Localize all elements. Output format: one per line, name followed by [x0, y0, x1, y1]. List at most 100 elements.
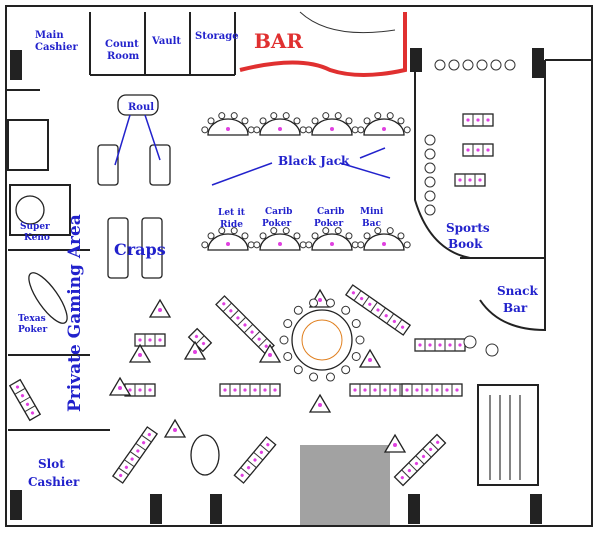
marker [278, 127, 282, 131]
seat [351, 241, 359, 249]
round-table [190, 434, 220, 476]
seat [309, 298, 319, 308]
seat [309, 372, 319, 382]
bar-stool [448, 59, 460, 71]
sports-book-seat [424, 190, 436, 202]
label-main-cashier: Main [35, 30, 64, 41]
roulette-table [97, 144, 119, 186]
seat [363, 232, 371, 240]
seat [341, 305, 351, 315]
seat [386, 227, 394, 235]
label-bar: BAR [254, 29, 303, 53]
slot-bank [344, 284, 412, 336]
seat [299, 241, 307, 249]
snack-bar-table [463, 335, 477, 349]
label-super-keno-2: Keno [24, 233, 50, 243]
label-sports-book-2: Book [448, 237, 483, 251]
label-snack-bar-2: Bar [503, 301, 528, 315]
seat [397, 117, 405, 125]
seat [403, 126, 411, 134]
seat [351, 126, 359, 134]
slot-bank [393, 433, 447, 487]
label-carib-poker-2-2: Poker [314, 219, 343, 229]
seat [282, 112, 290, 120]
marker [138, 353, 142, 357]
seat [283, 319, 293, 329]
seat [230, 227, 238, 235]
label-black-jack: Black Jack [278, 154, 350, 168]
marker [193, 350, 197, 354]
marker [158, 308, 162, 312]
seat [259, 117, 267, 125]
seat [403, 241, 411, 249]
slot-bank [462, 113, 494, 127]
seat [207, 232, 215, 240]
label-storage: Storage [195, 31, 239, 42]
marker [368, 358, 372, 362]
seat [322, 112, 330, 120]
label-carib-poker-1-2: Poker [262, 219, 291, 229]
seat [374, 227, 382, 235]
seat [357, 241, 365, 249]
seat [325, 372, 335, 382]
marker [330, 127, 334, 131]
snack-bar-table [485, 343, 499, 357]
label-count-room: Count [105, 39, 139, 50]
seat [230, 112, 238, 120]
seat [282, 227, 290, 235]
label-texas-poker: Texas [18, 314, 46, 324]
seat [299, 126, 307, 134]
seat [334, 112, 342, 120]
marker [268, 353, 272, 357]
seat [293, 117, 301, 125]
slot-bank [233, 436, 277, 484]
label-let-it-ride-2: Ride [220, 220, 243, 230]
label-texas-poker-2: Poker [18, 325, 47, 335]
sports-book-seat [424, 148, 436, 160]
marker [226, 127, 230, 131]
label-snack-bar: Snack [497, 284, 538, 298]
seat [345, 232, 353, 240]
seat [241, 232, 249, 240]
sports-book-seat [424, 162, 436, 174]
seat [355, 335, 365, 345]
marker [318, 298, 322, 302]
room-labels: Main Cashier Count Room Vault Storage BA… [18, 29, 538, 489]
gaming-tables [8, 59, 516, 487]
seat [201, 241, 209, 249]
seat [247, 241, 255, 249]
craps-table [141, 217, 163, 279]
seat [334, 227, 342, 235]
seat [305, 241, 313, 249]
slot-bank [111, 426, 159, 484]
seat [247, 126, 255, 134]
bar-stool [476, 59, 488, 71]
craps-table [107, 217, 129, 279]
marker [278, 242, 282, 246]
sports-book-seat [424, 134, 436, 146]
sports-book-seat [424, 204, 436, 216]
label-vault: Vault [151, 36, 181, 47]
seat [325, 298, 335, 308]
bar-stool [434, 59, 446, 71]
seat [311, 117, 319, 125]
slot-bank [8, 378, 42, 422]
seat [253, 126, 261, 134]
marker [382, 242, 386, 246]
label-slot-cashier-2: Cashier [28, 475, 80, 489]
seat [386, 112, 394, 120]
label-sports-book: Sports [446, 221, 490, 235]
marker [173, 428, 177, 432]
marker [393, 443, 397, 447]
marker [118, 386, 122, 390]
bar-stool [490, 59, 502, 71]
seat [363, 117, 371, 125]
seat [357, 126, 365, 134]
seat [270, 227, 278, 235]
texas-poker-table [28, 272, 68, 324]
slot-bank [462, 143, 494, 157]
walls [5, 5, 593, 527]
seat [322, 227, 330, 235]
label-carib-poker-2: Carib [317, 207, 344, 217]
